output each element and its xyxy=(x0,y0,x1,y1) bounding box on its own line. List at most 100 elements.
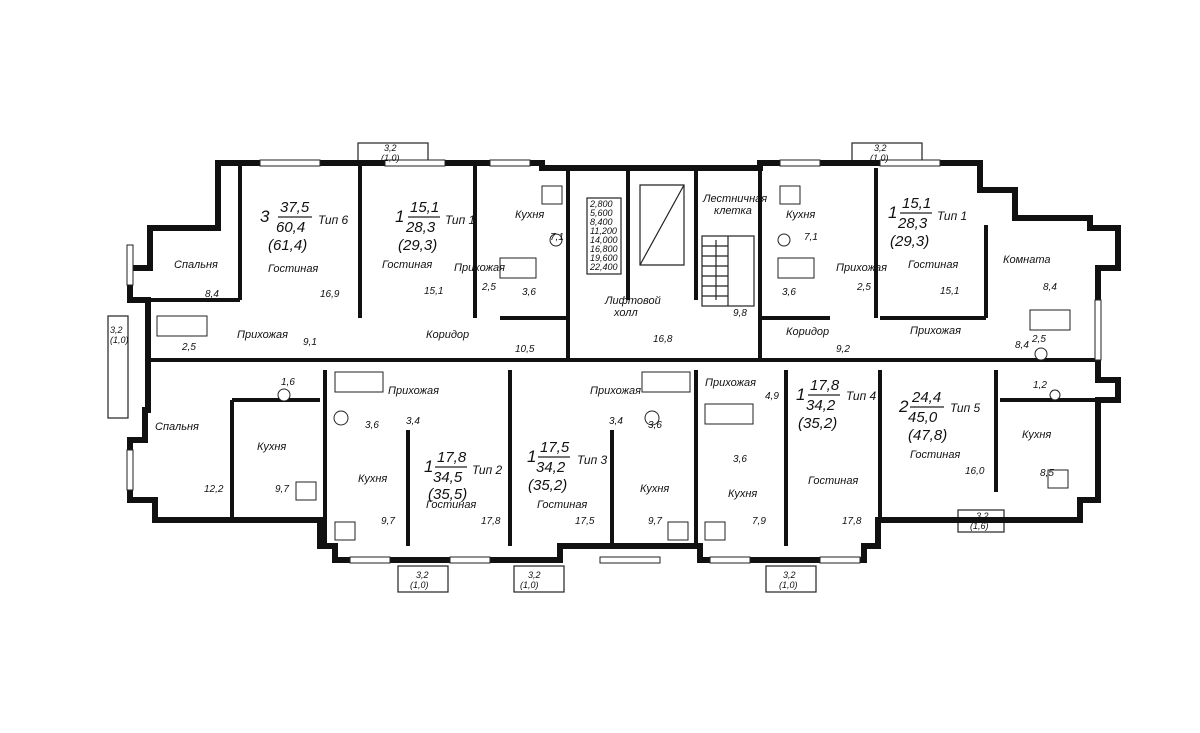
elevator-mark: 22,400 xyxy=(589,262,618,272)
room-label: клетка xyxy=(714,205,752,217)
room-area: 9,7 xyxy=(275,484,289,495)
room-label: Гостиная xyxy=(808,475,858,487)
staircase xyxy=(639,184,755,307)
room-label: Гостиная xyxy=(268,263,318,275)
apartment-living-area: 17,8 xyxy=(437,449,467,466)
room-label: Лифтовой xyxy=(604,295,661,307)
balcony-labels: 3,2 (1,0) 3,2 (1,0) 3,2 (1,0) 3,2 (1,0) … xyxy=(110,143,989,590)
room-area: 16,8 xyxy=(653,334,673,345)
room-area: 15,1 xyxy=(424,286,443,297)
room-area: 1,6 xyxy=(281,377,295,388)
apartment-rooms: 1 xyxy=(888,203,897,222)
room-label: Кухня xyxy=(640,483,669,495)
elevator-mark: 2,800 xyxy=(589,199,613,209)
elevator-marks: 2,800 5,600 8,400 11,200 14,000 16,800 1… xyxy=(589,199,618,272)
apartment-total-area: 34,2 xyxy=(806,397,836,414)
room-label: Прихожая xyxy=(836,262,887,274)
room-label: Коридор xyxy=(786,326,829,338)
room-area: 3,4 xyxy=(406,416,420,427)
balcony-area: 3,2 xyxy=(416,570,429,580)
apartment-rooms: 1 xyxy=(395,207,404,226)
balcony-area-reduced: (1,0) xyxy=(520,580,539,590)
room-label: Кухня xyxy=(728,488,757,500)
room-area: 17,8 xyxy=(481,516,501,527)
balcony-area-reduced: (1,0) xyxy=(870,153,889,163)
room-label: Коридор xyxy=(426,329,469,341)
elevator-mark: 16,800 xyxy=(590,244,618,254)
room-label: холл xyxy=(613,307,638,319)
room-label: Гостиная xyxy=(908,259,958,271)
room-area: 17,8 xyxy=(842,516,862,527)
room-label: Кухня xyxy=(1022,429,1051,441)
elevator-marks-box xyxy=(586,197,622,275)
apartment-total-area: 60,4 xyxy=(276,219,305,236)
apartment-living-area: 37,5 xyxy=(280,199,310,216)
apartment-type: Тип 1 xyxy=(937,209,967,223)
room-area: 2,5 xyxy=(856,282,871,293)
balconies xyxy=(107,142,1005,593)
balcony-area-reduced: (1,0) xyxy=(381,153,400,163)
apartment-total-balcony: (35,2) xyxy=(528,477,567,494)
room-area: 2,5 xyxy=(1031,334,1046,345)
apartment-total-balcony: (35,2) xyxy=(798,415,837,432)
room-label: Гостиная xyxy=(537,499,587,511)
apartment-rooms: 1 xyxy=(796,385,805,404)
room-areas: 8,4 16,9 15,1 7,1 2,5 3,6 16,8 9,8 7,1 3… xyxy=(181,232,1057,527)
room-area: 3,6 xyxy=(733,454,747,465)
apartment-type: Тип 1 xyxy=(445,213,475,227)
apartment-living-area: 17,8 xyxy=(810,377,840,394)
room-area: 17,5 xyxy=(575,516,595,527)
apartment-rooms: 1 xyxy=(527,447,536,466)
room-label: Кухня xyxy=(515,209,544,221)
apartment-living-area: 15,1 xyxy=(410,199,439,216)
balcony-area: 3,2 xyxy=(783,570,796,580)
room-area: 7,1 xyxy=(550,232,564,243)
apartment-living-area: 17,5 xyxy=(540,439,570,456)
fixtures xyxy=(156,185,1071,541)
apartment-total-balcony: (29,3) xyxy=(398,237,437,254)
apartment-a3: 1 17,5 34,2 (35,2) Тип 3 xyxy=(527,439,608,494)
room-label: Кухня xyxy=(786,209,815,221)
apartment-total-balcony: (35,5) xyxy=(428,486,467,503)
apartment-type: Тип 3 xyxy=(577,453,608,467)
room-area: 2,5 xyxy=(481,282,496,293)
room-area: 9,7 xyxy=(648,516,662,527)
apartment-total-area: 45,0 xyxy=(908,409,938,426)
room-area: 8,4 xyxy=(205,289,219,300)
balcony-area: 3,2 xyxy=(976,511,989,521)
apartment-total-area: 28,3 xyxy=(897,215,928,232)
apartment-living-area: 24,4 xyxy=(911,389,941,406)
room-area: 9,2 xyxy=(836,344,850,355)
room-label: Прихожая xyxy=(910,325,961,337)
apartment-total-balcony: (29,3) xyxy=(890,233,929,250)
interior-walls xyxy=(148,165,1098,546)
elevator-mark: 11,200 xyxy=(590,226,617,236)
apartment-total-balcony: (61,4) xyxy=(268,237,307,254)
balcony-area-reduced: (1,6) xyxy=(970,521,989,531)
room-label: Спальня xyxy=(155,421,199,433)
room-area: 12,2 xyxy=(204,484,224,495)
balcony-area-reduced: (1,0) xyxy=(410,580,429,590)
room-area: 2,5 xyxy=(181,342,196,353)
room-label: Спальня xyxy=(174,259,218,271)
room-label: Прихожая xyxy=(454,262,505,274)
room-area: 3,6 xyxy=(648,420,662,431)
apartment-total-area: 28,3 xyxy=(405,219,436,236)
room-area: 1,2 xyxy=(1033,380,1047,391)
room-labels: Спальня Гостиная Гостиная Кухня Прихожая… xyxy=(155,193,1051,511)
room-area: 15,1 xyxy=(940,286,959,297)
apartment-type: Тип 2 xyxy=(472,463,503,477)
room-label: Кухня xyxy=(358,473,387,485)
apartment-type: Тип 5 xyxy=(950,401,981,415)
room-label: Гостиная xyxy=(382,259,432,271)
balcony-area: 3,2 xyxy=(874,143,887,153)
room-area: 3,4 xyxy=(609,416,623,427)
apartment-a4: 1 17,8 34,2 (35,2) Тип 4 xyxy=(796,377,877,432)
elevator-mark: 14,000 xyxy=(590,235,618,245)
room-label: Гостиная xyxy=(426,499,476,511)
apartment-a2: 1 17,8 34,5 (35,5) Тип 2 xyxy=(424,449,503,503)
room-area: 9,8 xyxy=(733,308,747,319)
room-area: 3,6 xyxy=(365,420,379,431)
apartment-rooms: 3 xyxy=(260,207,270,226)
room-area: 16,9 xyxy=(320,289,340,300)
